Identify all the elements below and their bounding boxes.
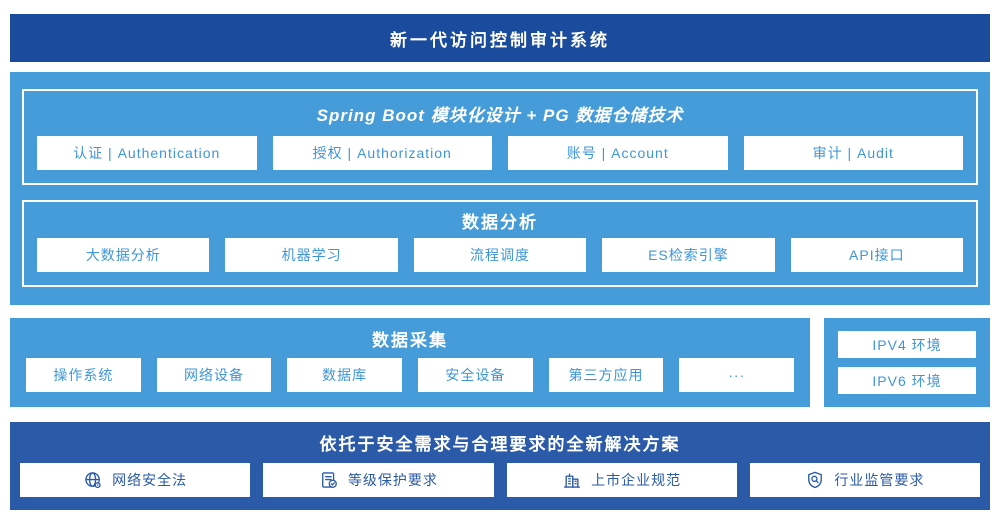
module-label: 认证 | Authentication — [73, 145, 221, 162]
collection-strip: 数据采集 操作系统 网络设备 数据库 安全设备 第三方应用 ··· — [10, 318, 990, 407]
source-os: 操作系统 — [26, 358, 141, 392]
solution-label: 行业监管要求 — [834, 472, 925, 488]
module-audit: 审计 | Audit — [743, 136, 963, 171]
environment-section: IPV4 环境 IPV6 环境 — [824, 318, 990, 407]
analysis-machine-learning: 机器学习 — [225, 238, 398, 272]
module-label: 审计 | Audit — [812, 145, 894, 162]
source-database: 数据库 — [287, 358, 403, 392]
auth-modules-row: 认证 | Authentication 授权 | Authorization 账… — [37, 136, 963, 171]
analysis-bigdata: 大数据分析 — [37, 238, 210, 272]
solution-items-row: 网络安全法 等级保护要求 — [20, 463, 980, 497]
source-label: ··· — [728, 367, 746, 383]
system-title-bar: 新一代访问控制审计系统 — [10, 14, 990, 62]
building-icon — [562, 470, 582, 490]
spring-boot-modules-box: Spring Boot 模块化设计 + PG 数据仓储技术 认证 | Authe… — [22, 89, 978, 186]
shield-search-icon — [805, 470, 825, 490]
source-more-ellipsis: ··· — [679, 358, 795, 392]
data-collection-section: 数据采集 操作系统 网络设备 数据库 安全设备 第三方应用 ··· — [10, 318, 810, 407]
solution-label: 网络安全法 — [112, 472, 188, 488]
env-ipv6: IPV6 环境 — [838, 367, 976, 394]
solution-section: 依托于安全需求与合理要求的全新解决方案 网络安全法 — [10, 422, 990, 510]
analysis-label: ES检索引擎 — [648, 247, 729, 263]
module-authorization: 授权 | Authorization — [272, 136, 492, 171]
analysis-label: 大数据分析 — [85, 247, 161, 263]
env-label: IPV4 环境 — [872, 336, 942, 353]
module-account: 账号 | Account — [508, 136, 728, 171]
source-network-device: 网络设备 — [156, 358, 272, 392]
analysis-label: API接口 — [849, 247, 905, 263]
source-label: 数据库 — [322, 367, 368, 383]
source-label: 操作系统 — [53, 367, 114, 383]
system-title: 新一代访问控制审计系统 — [390, 30, 610, 50]
solution-cybersecurity-law: 网络安全法 — [20, 463, 251, 497]
analysis-es-search: ES检索引擎 — [602, 238, 775, 272]
solution-title: 依托于安全需求与合理要求的全新解决方案 — [319, 435, 681, 454]
source-label: 安全设备 — [445, 367, 506, 383]
env-ipv4: IPV4 环境 — [838, 331, 976, 358]
module-label: 账号 | Account — [566, 145, 669, 162]
source-label: 第三方应用 — [568, 367, 644, 383]
analysis-label: 机器学习 — [281, 247, 342, 263]
source-security-device: 安全设备 — [418, 358, 533, 392]
solution-industry-regulation: 行业监管要求 — [749, 463, 980, 497]
platform-section: Spring Boot 模块化设计 + PG 数据仓储技术 认证 | Authe… — [10, 72, 990, 305]
globe-icon — [83, 470, 103, 490]
analysis-label: 流程调度 — [470, 247, 531, 263]
solution-label: 上市企业规范 — [591, 472, 682, 488]
module-authentication: 认证 | Authentication — [37, 136, 257, 171]
source-label: 网络设备 — [184, 367, 244, 383]
data-collection-title: 数据采集 — [372, 330, 448, 350]
solution-classified-protection: 等级保护要求 — [263, 463, 494, 497]
solution-label: 等级保护要求 — [347, 472, 438, 488]
data-analysis-title: 数据分析 — [462, 212, 538, 232]
data-analysis-box: 数据分析 大数据分析 机器学习 流程调度 ES检索引擎 API接口 — [22, 200, 978, 287]
env-label: IPV6 环境 — [872, 372, 942, 389]
spring-boot-title: Spring Boot 模块化设计 + PG 数据仓储技术 — [316, 106, 684, 126]
analysis-api: API接口 — [790, 238, 964, 272]
collection-sources-row: 操作系统 网络设备 数据库 安全设备 第三方应用 ··· — [26, 358, 795, 392]
analysis-workflow: 流程调度 — [413, 238, 587, 272]
analysis-modules-row: 大数据分析 机器学习 流程调度 ES检索引擎 API接口 — [37, 238, 964, 272]
source-third-party: 第三方应用 — [548, 358, 664, 392]
document-check-icon — [319, 470, 339, 490]
solution-listed-company: 上市企业规范 — [506, 463, 737, 497]
module-label: 授权 | Authorization — [312, 145, 452, 162]
